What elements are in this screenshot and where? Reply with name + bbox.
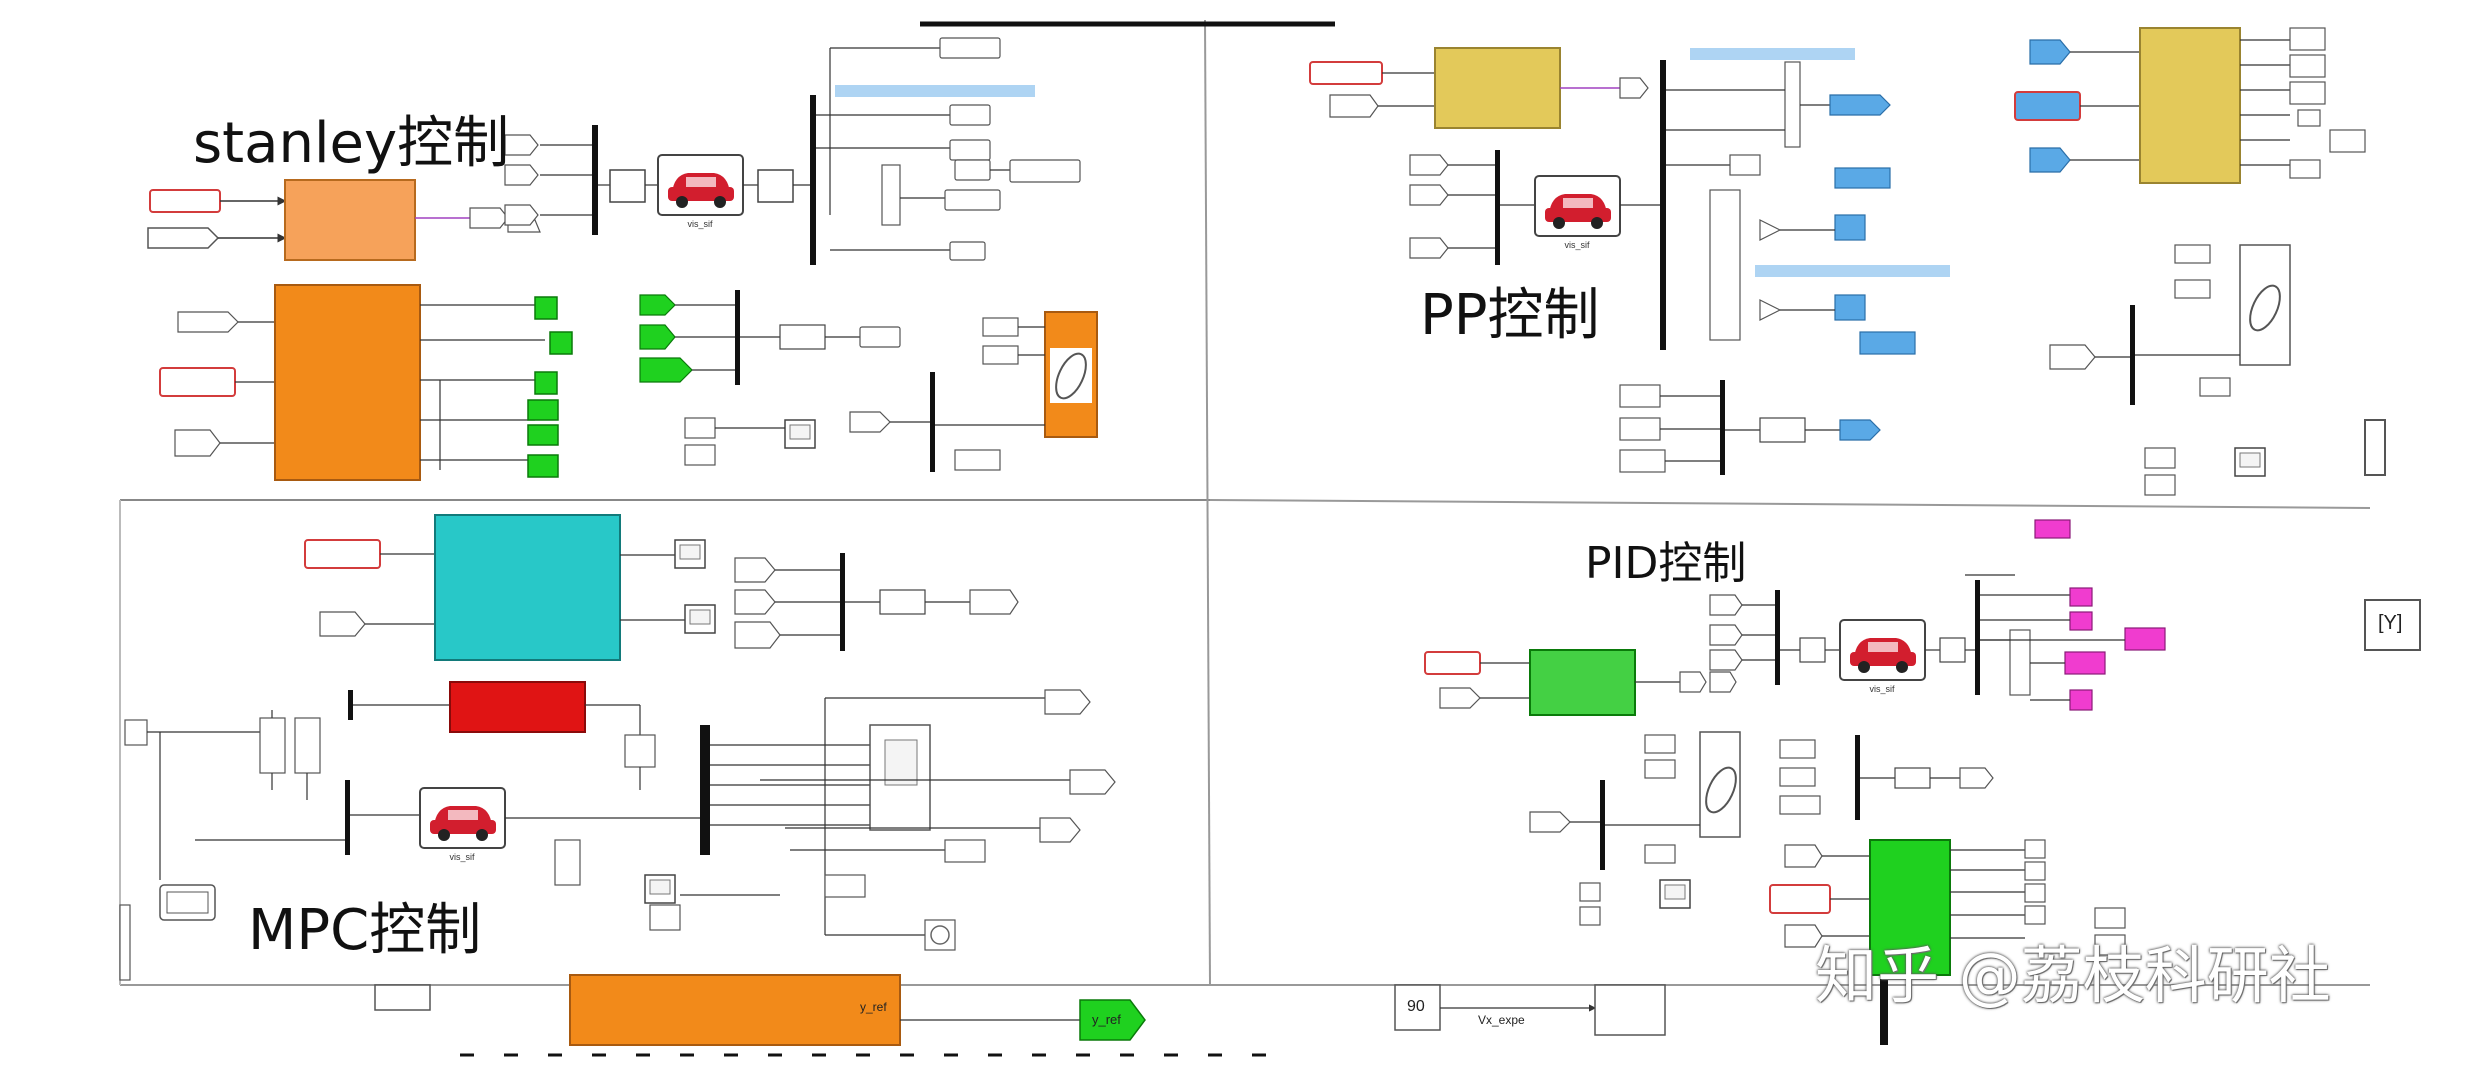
stanley-demux-bar xyxy=(810,95,816,265)
pp-mux-bar xyxy=(1495,150,1500,265)
mpc-vehicle-model-block[interactable] xyxy=(419,787,506,849)
pp-lateral-controller-block[interactable] xyxy=(2139,27,2241,184)
const-90-label: 90 xyxy=(1407,998,1425,1015)
right-bracket-label: [Y] xyxy=(2378,612,2403,634)
pp-input-target-speed[interactable] xyxy=(1309,61,1383,85)
pp-vehicle-label: vis_sif xyxy=(1564,240,1590,250)
stanley-panel: vis_sif xyxy=(147,37,1098,481)
y-ref-label: y_ref xyxy=(1092,1012,1121,1027)
pid-xy-graph[interactable] xyxy=(1699,731,1741,838)
pid-panel: vis_sif xyxy=(1424,519,2166,976)
panel-frames xyxy=(119,19,2371,986)
stanley-input-ref-curve[interactable] xyxy=(159,367,236,397)
pp-panel-title: PP控制 xyxy=(1420,283,1600,348)
mpc-panel-title: MPC控制 xyxy=(248,898,482,963)
pp-panel: vis_sif xyxy=(1309,27,2386,496)
pid-input-ref[interactable] xyxy=(1769,884,1831,914)
pp-demux-bar xyxy=(1660,60,1666,350)
stanley-panel-title: stanley控制 xyxy=(193,111,510,176)
mpc-input-ref-curve[interactable] xyxy=(304,539,381,569)
stanley-vehicle-model-block[interactable] xyxy=(657,154,744,216)
pid-demux-bar xyxy=(1975,580,1980,695)
mpc-controller-block[interactable] xyxy=(434,514,621,661)
watermark-text: 知乎 @荔枝科研社 xyxy=(1815,939,2331,1012)
pid-lateral-controller-block[interactable] xyxy=(1869,839,1951,976)
vx-expe-label: Vx_expe xyxy=(1478,1013,1525,1027)
pid-vehicle-label: vis_sif xyxy=(1869,684,1895,694)
stanley-input-goto[interactable] xyxy=(147,227,220,249)
pp-xy-graph[interactable] xyxy=(2239,244,2291,366)
bottom-strip xyxy=(374,599,2421,1057)
pid-speed-controller-block[interactable] xyxy=(1529,649,1636,716)
stanley-lateral-controller-block[interactable] xyxy=(274,284,421,481)
mpc-xy-graph[interactable] xyxy=(924,919,956,951)
pid-mux-bar xyxy=(1775,590,1780,685)
stanley-vehicle-label: vis_sif xyxy=(687,219,713,229)
right-bracket-block[interactable] xyxy=(2364,599,2421,651)
bottom-orange-block[interactable] xyxy=(569,974,901,1046)
pp-speed-controller-block[interactable] xyxy=(1434,47,1561,129)
y-ref-orange-label: y_ref xyxy=(860,1000,887,1014)
mpc-mux-bar xyxy=(700,725,710,855)
stanley-speed-controller-block[interactable] xyxy=(284,179,416,261)
y-ref-goto-block[interactable] xyxy=(1079,999,1146,1041)
mpc-red-block[interactable] xyxy=(449,681,586,733)
pp-input-ref[interactable] xyxy=(2014,91,2081,121)
mpc-vehicle-label: vis_sif xyxy=(449,852,475,862)
pid-vehicle-model-block[interactable] xyxy=(1839,619,1926,681)
pp-vehicle-model-block[interactable] xyxy=(1534,175,1621,237)
pid-input-target-speed[interactable] xyxy=(1424,651,1481,675)
stanley-input-target-speed[interactable] xyxy=(149,189,221,213)
stanley-mux-bar xyxy=(592,125,598,235)
mpc-panel: vis_sif xyxy=(119,514,1116,981)
pid-panel-title: PID控制 xyxy=(1585,538,1747,589)
stanley-scope[interactable] xyxy=(784,419,816,449)
